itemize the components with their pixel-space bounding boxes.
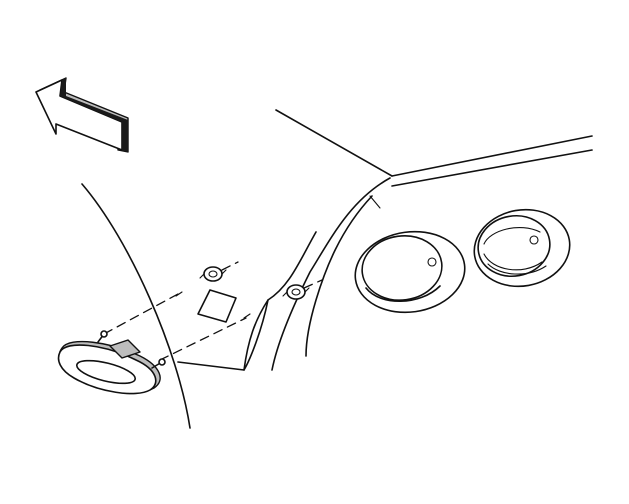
tail-lamp-left [354, 230, 466, 314]
push-nut-lower [282, 284, 310, 300]
tail-lamp-right-housing [473, 208, 571, 288]
roof-line [275, 109, 393, 177]
stud-pin-lower [243, 313, 251, 319]
upper-body-inner-line [391, 149, 593, 187]
side-marker-lamp-lens [76, 359, 136, 385]
tail-lamp-right-screw [529, 235, 539, 245]
push-nut-upper [199, 266, 227, 282]
body-crease [369, 195, 381, 209]
tail-lamp-left-lens [361, 235, 443, 301]
alignment-line-upper [103, 293, 179, 335]
rear-panel-inner-edge [305, 195, 373, 357]
tail-lamp-left-rim [365, 285, 441, 303]
tail-lamp-right-ring-3 [487, 263, 547, 275]
rear-panel-edge [271, 177, 391, 371]
alignment-line-upper-cont [221, 261, 239, 271]
tail-lamp-right-ring-1 [483, 253, 543, 271]
stud-pin-upper [175, 291, 183, 297]
tail-lamp-right-lens [477, 215, 551, 277]
tail-lamp-right-ring-2 [483, 227, 541, 245]
panel-opening [197, 289, 237, 323]
lamp-mount-panel [177, 231, 317, 371]
alignment-lines [103, 261, 323, 361]
forward-arrow-shadow [60, 78, 128, 152]
tail-lamp-left-screw [427, 257, 437, 267]
side-marker-lamp [57, 330, 166, 395]
side-marker-lamp-socket [109, 339, 141, 359]
upper-body-line [391, 135, 593, 177]
tail-lamp-right [473, 208, 571, 288]
tail-lamp-left-housing [354, 230, 466, 314]
alignment-line-lower-cont [303, 279, 323, 289]
side-marker-lamp-body [57, 344, 157, 395]
wheel-arch-line [81, 183, 191, 429]
vehicle-rear-body-outline [177, 109, 593, 371]
alignment-line-lower [159, 317, 247, 361]
forward-arrow-icon [35, 77, 129, 153]
fender-lower-edge [243, 299, 269, 371]
